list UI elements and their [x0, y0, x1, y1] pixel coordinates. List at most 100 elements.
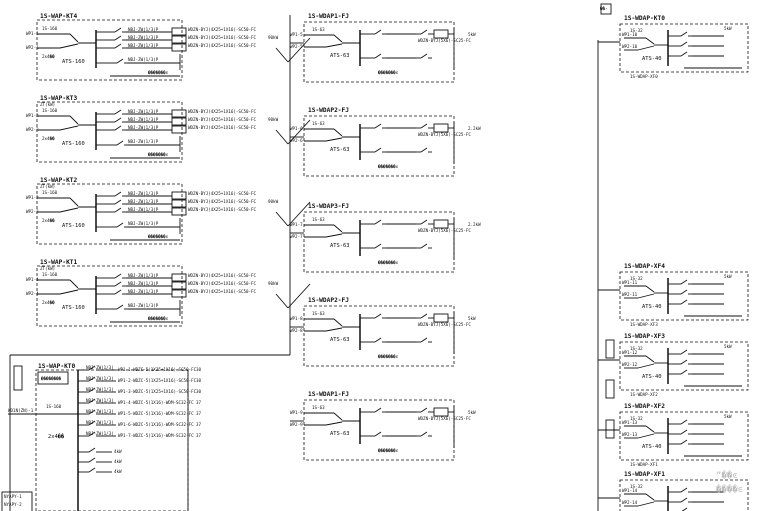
- breaker-contact: [680, 31, 688, 37]
- ats-contact: [645, 355, 655, 363]
- panel-title: 1S-WAP-KT4: [40, 13, 78, 20]
- panel-frame: [619, 341, 749, 391]
- panel-tag: �������ͼ: [148, 152, 169, 157]
- ats-label: ATS-40: [642, 56, 661, 62]
- ats-contact: [69, 115, 79, 125]
- panel-frame: [303, 211, 455, 273]
- wire: [59, 125, 79, 131]
- ats-contact: [69, 279, 79, 289]
- panel-title: 1S-WDAP2-FJ: [308, 297, 349, 304]
- breaker-contact: [88, 447, 96, 453]
- load-rating: 2.2kW: [468, 126, 481, 131]
- right-panel-r2: 1S-WDAP-XF4WP1-11WP2-111S-32ATS-405kW1S-…: [619, 263, 749, 327]
- spd-label: 2x4��: [42, 218, 55, 223]
- trunk-lines: [9, 15, 304, 511]
- breaker-contact: [116, 222, 124, 228]
- breaker-label: 1S-160: [42, 26, 58, 31]
- contactor-box: [171, 199, 187, 208]
- panel-tag: �������ͼ: [148, 316, 169, 321]
- contactor-box: [433, 29, 449, 39]
- ats-label: ATS-40: [642, 444, 661, 450]
- load-rating: 5kW: [468, 410, 476, 415]
- wire: [275, 293, 289, 309]
- breaker-contact: [114, 191, 122, 197]
- circuit-breaker-label: NBJ-ZW(1/3)P: [128, 57, 159, 62]
- breaker-label: 1S-63: [312, 121, 325, 126]
- panel-tag: 1S-WDAP-XF2: [630, 392, 658, 397]
- breaker-contact: [116, 304, 124, 310]
- circuit-breaker-label: NBJ-ZW(1/3)P: [128, 221, 159, 226]
- breaker-contact: [88, 467, 96, 473]
- wire: [275, 129, 289, 145]
- wire: [637, 293, 655, 299]
- feeder-label: WP2-12: [622, 362, 638, 367]
- load-kw: 30: [196, 367, 202, 372]
- panel-title: 1S-WDAP2-FJ: [308, 107, 349, 114]
- contactor-box: [171, 43, 187, 52]
- circuit-breaker-label: NBJ-ZW(1/3)P: [128, 199, 159, 204]
- circuit-breaker-label: NBJ-ZW(1/3)P: [128, 117, 159, 122]
- circuit-breaker-label: NBJ-ZW(1/3)P: [128, 125, 159, 130]
- cable-spec: WDZN-BYJ(5X6)-SC25-FC: [418, 322, 471, 327]
- panel-frame: [619, 23, 749, 73]
- cable-spec: WDZN-BYJ(4X25+1X16)-SC50-FC: [188, 281, 257, 286]
- feeder-label: WP2-5: [290, 44, 303, 49]
- breaker-contact: [116, 58, 124, 64]
- meter-box: [37, 371, 69, 385]
- panel-power: ZT(kW): [40, 266, 55, 271]
- feeder-label: WP2-9: [290, 422, 303, 427]
- ats-panel-at2: 1S-WAP-KT3ZT(kW)WP1-2WP2-21S-1602x4��ATS…: [26, 95, 311, 163]
- wire: [287, 119, 311, 145]
- breaker-contact: [680, 359, 688, 365]
- breaker-label: 1S-63: [312, 405, 325, 410]
- feeder-label: WP1-2: [26, 113, 39, 118]
- feeder-label: WP1-1: [26, 31, 39, 36]
- ats-panel-at3: 1S-WAP-KT2ZT(kW)WP1-3WP2-31S-1602x4��ATS…: [26, 177, 311, 245]
- cable-spec: WDZN-BYJ(5X6)-SC25-FC: [418, 132, 471, 137]
- ats-label: ATS-160: [62, 305, 85, 311]
- breaker-label: 1S-160: [46, 404, 62, 409]
- load-kw: 37: [196, 422, 202, 427]
- breaker-contact: [420, 29, 428, 35]
- side-box: [1, 491, 33, 511]
- circuit-breaker-label: NBJ-ZW(1/3)P: [128, 139, 159, 144]
- circuit-breaker-label: NBJ-ZW(1/3)P: [128, 303, 159, 308]
- panel-frame: [303, 115, 455, 177]
- breaker-contact: [114, 27, 122, 33]
- feeder-label: WP1-8: [290, 316, 303, 321]
- ats-contact: [645, 285, 655, 293]
- wire: [637, 363, 655, 369]
- panel-title: 1S-WAP-KT1: [40, 259, 78, 266]
- circuit-breaker-label: NBJ-ZW(1/3)P: [128, 35, 159, 40]
- cable-spec: WP1-3-WDZC-5(1X25+1X16)-SC50-FC: [118, 389, 197, 394]
- feeder-label: WP2-3: [26, 209, 39, 214]
- breaker-contact: [680, 51, 688, 57]
- ats-panel-at4: 1S-WAP-KT1ZT(kW)WP1-4WP2-41S-1602x4��ATS…: [26, 259, 311, 327]
- ats-contact: [333, 318, 343, 327]
- ats-label: ATS-63: [330, 337, 349, 343]
- panel-title: 1S-WDAP-KT0: [624, 15, 665, 22]
- watermark-text: ����ͼ: [716, 484, 743, 495]
- panel-title: 1S-WAP-KT2: [40, 177, 78, 184]
- load-rating: 5kW: [724, 414, 732, 419]
- circuit-breaker-label: NBJ-ZW(1/3)P: [128, 191, 159, 196]
- breaker-contact: [420, 123, 428, 129]
- cable-spec: WDZN-BYJ(4X25+1X16)-SC50-FC: [188, 289, 257, 294]
- cable-spec: WDZN-BYJ(5X6)-SC25-FC: [418, 38, 471, 43]
- breaker-contact: [88, 398, 96, 404]
- panel-title: 1S-WDAP3-FJ: [308, 203, 349, 210]
- fan-panel-m2: 1S-WDAP2-FJWP1-6WP2-61S-63ATS-63WDZN-BYJ…: [290, 107, 481, 177]
- ats-contact: [333, 412, 343, 421]
- breaker-label: 1S-63: [312, 311, 325, 316]
- ats-contact: [645, 37, 655, 45]
- wire: [275, 47, 289, 63]
- breaker-label: 1S-63: [312, 217, 325, 222]
- feeder-label: WP2-1: [26, 45, 39, 50]
- ats-label: ATS-63: [330, 243, 349, 249]
- cable-spec: WDZN-BYJ(4X25+1X16)-SC50-FC: [188, 125, 257, 130]
- breaker-contact: [114, 117, 122, 123]
- circuit-breaker-label: NBJ-ZW(1/3)P: [128, 273, 159, 278]
- breaker-contact: [88, 431, 96, 437]
- panel-tag: 1S-WDAP-XF3: [630, 322, 658, 327]
